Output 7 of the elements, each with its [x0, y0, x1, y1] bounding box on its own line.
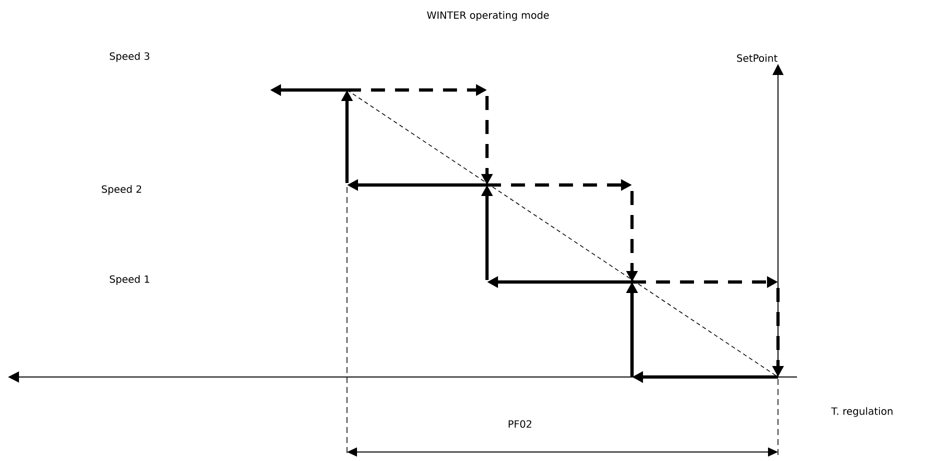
dimension-label: PF02: [508, 420, 532, 428]
chart-title: WINTER operating mode: [427, 11, 549, 21]
axis-label: T. regulation: [831, 407, 892, 417]
level-label: Speed 1: [110, 275, 150, 285]
level-label: Speed 2: [102, 185, 142, 195]
axis-label: SetPoint: [737, 54, 778, 62]
level-label: Speed 3: [110, 52, 150, 62]
